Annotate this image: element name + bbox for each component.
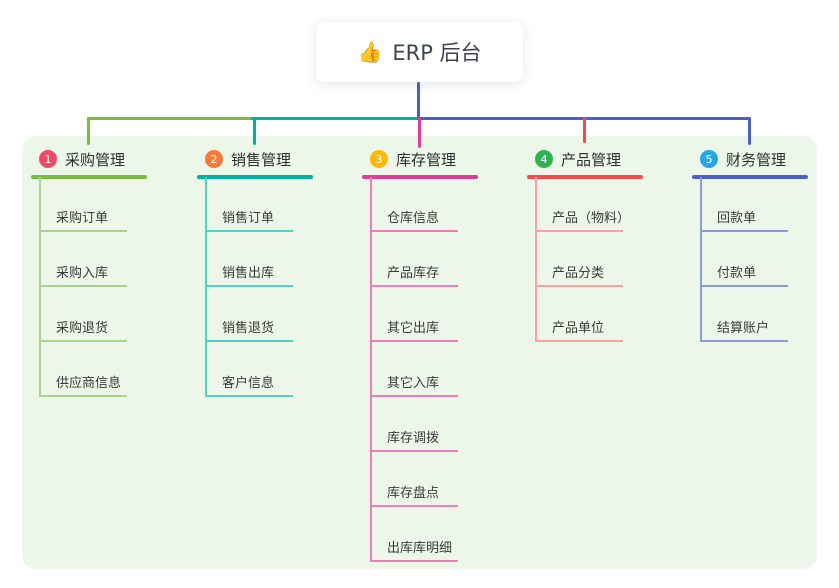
child-node[interactable]: 其它出库 [370,308,458,342]
child-node-label: 结算账户 [717,321,770,336]
branch-label: 销售管理 [231,150,292,169]
connector-trunk-teal [251,117,419,120]
branch-children-connector [700,177,702,342]
child-node-label: 销售出库 [222,266,275,281]
child-node-label: 仓库信息 [387,211,440,226]
branch-underline [362,175,478,179]
branch-label: 采购管理 [65,150,126,169]
connector-drop-finance [748,117,751,145]
child-node-label: 客户信息 [222,376,275,391]
branch-sales-node[interactable]: 2 销售管理 [205,147,313,171]
branch-purchase-node[interactable]: 1 采购管理 [39,147,147,171]
child-node-label: 产品（物料） [552,211,631,226]
child-node-label: 采购退货 [56,321,109,336]
branch-label: 财务管理 [726,150,787,169]
child-node[interactable]: 销售订单 [205,198,293,232]
branch-children-connector [39,177,41,397]
child-node-label: 销售退货 [222,321,275,336]
branch-underline [692,175,808,179]
thumbs-up-icon: 👍 [357,40,383,64]
branch-underline [31,175,147,179]
branch-label: 库存管理 [396,150,457,169]
child-node-label: 产品分类 [552,266,605,281]
child-node[interactable]: 出库库明细 [370,528,458,562]
child-node[interactable]: 客户信息 [205,363,293,397]
branch-number-badge: 3 [370,150,388,168]
child-node-label: 付款单 [717,266,757,281]
connector-drop-product [583,117,586,143]
branch-children-connector [535,177,537,342]
connector-trunk-green [87,117,253,120]
branch-children-connector [205,177,207,397]
child-node[interactable]: 其它入库 [370,363,458,397]
branch-underline [527,175,643,179]
child-node[interactable]: 库存盘点 [370,473,458,507]
child-node-label: 回款单 [717,211,757,226]
branch-finance-node[interactable]: 5 财务管理 [700,147,808,171]
child-node-label: 采购订单 [56,211,109,226]
branch-product-node[interactable]: 4 产品管理 [535,147,643,171]
child-node[interactable]: 产品（物料） [535,198,630,232]
child-node[interactable]: 产品库存 [370,253,458,287]
branch-number-badge: 1 [39,150,57,168]
child-node[interactable]: 付款单 [700,253,788,287]
child-node-label: 销售订单 [222,211,275,226]
child-node[interactable]: 销售退货 [205,308,293,342]
branch-children-connector [370,177,372,562]
child-node-label: 产品库存 [387,266,440,281]
child-node-label: 供应商信息 [56,376,122,391]
connector-drop-purchase [87,117,90,145]
branch-number-badge: 5 [700,150,718,168]
root-node-label: ERP 后台 [392,41,482,65]
child-node[interactable]: 库存调拨 [370,418,458,452]
child-node-label: 库存调拨 [387,431,440,446]
child-node[interactable]: 采购入库 [39,253,127,287]
child-node-label: 其它入库 [387,376,440,391]
branch-label: 产品管理 [561,150,622,169]
child-node[interactable]: 采购订单 [39,198,127,232]
branch-number-badge: 4 [535,150,553,168]
branches-panel [22,136,817,569]
connector-drop-inventory [418,117,421,148]
child-node-label: 库存盘点 [387,486,440,501]
child-node[interactable]: 销售出库 [205,253,293,287]
child-node[interactable]: 产品单位 [535,308,623,342]
child-node-label: 产品单位 [552,321,605,336]
child-node[interactable]: 采购退货 [39,308,127,342]
child-node[interactable]: 结算账户 [700,308,788,342]
child-node[interactable]: 仓库信息 [370,198,458,232]
branch-underline [197,175,313,179]
child-node-label: 采购入库 [56,266,109,281]
root-node[interactable]: 👍 ERP 后台 [316,22,523,82]
connector-root-stub [417,82,420,120]
branch-inventory-node[interactable]: 3 库存管理 [370,147,478,171]
child-node[interactable]: 产品分类 [535,253,623,287]
branch-number-badge: 2 [205,150,223,168]
child-node-label: 出库库明细 [387,541,453,556]
connector-drop-sales [253,117,256,145]
child-node[interactable]: 供应商信息 [39,363,127,397]
child-node-label: 其它出库 [387,321,440,336]
child-node[interactable]: 回款单 [700,198,788,232]
